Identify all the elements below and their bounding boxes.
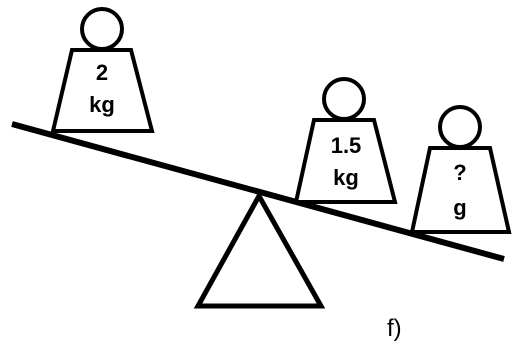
weight-left-unit: kg — [89, 92, 115, 117]
weight-left: 2 kg — [50, 7, 155, 133]
figure-caption: f) — [387, 315, 402, 342]
weight-left-body — [50, 48, 155, 133]
fulcrum-triangle — [193, 190, 326, 309]
weight-middle-unit: kg — [333, 165, 359, 190]
weight-left-value: 2 — [96, 60, 108, 85]
weight-right-body — [409, 146, 512, 234]
weight-right-knob — [438, 105, 482, 149]
weight-left-knob — [80, 7, 124, 51]
weight-right-unit: g — [453, 195, 466, 220]
weight-middle-body — [293, 118, 398, 204]
weight-right: ? g — [409, 105, 512, 234]
weight-right-value: ? — [453, 160, 466, 185]
weight-middle: 1.5 kg — [293, 77, 398, 204]
weight-middle-knob — [322, 77, 366, 121]
weight-middle-value: 1.5 — [331, 133, 362, 158]
seesaw-beam — [11, 121, 505, 262]
